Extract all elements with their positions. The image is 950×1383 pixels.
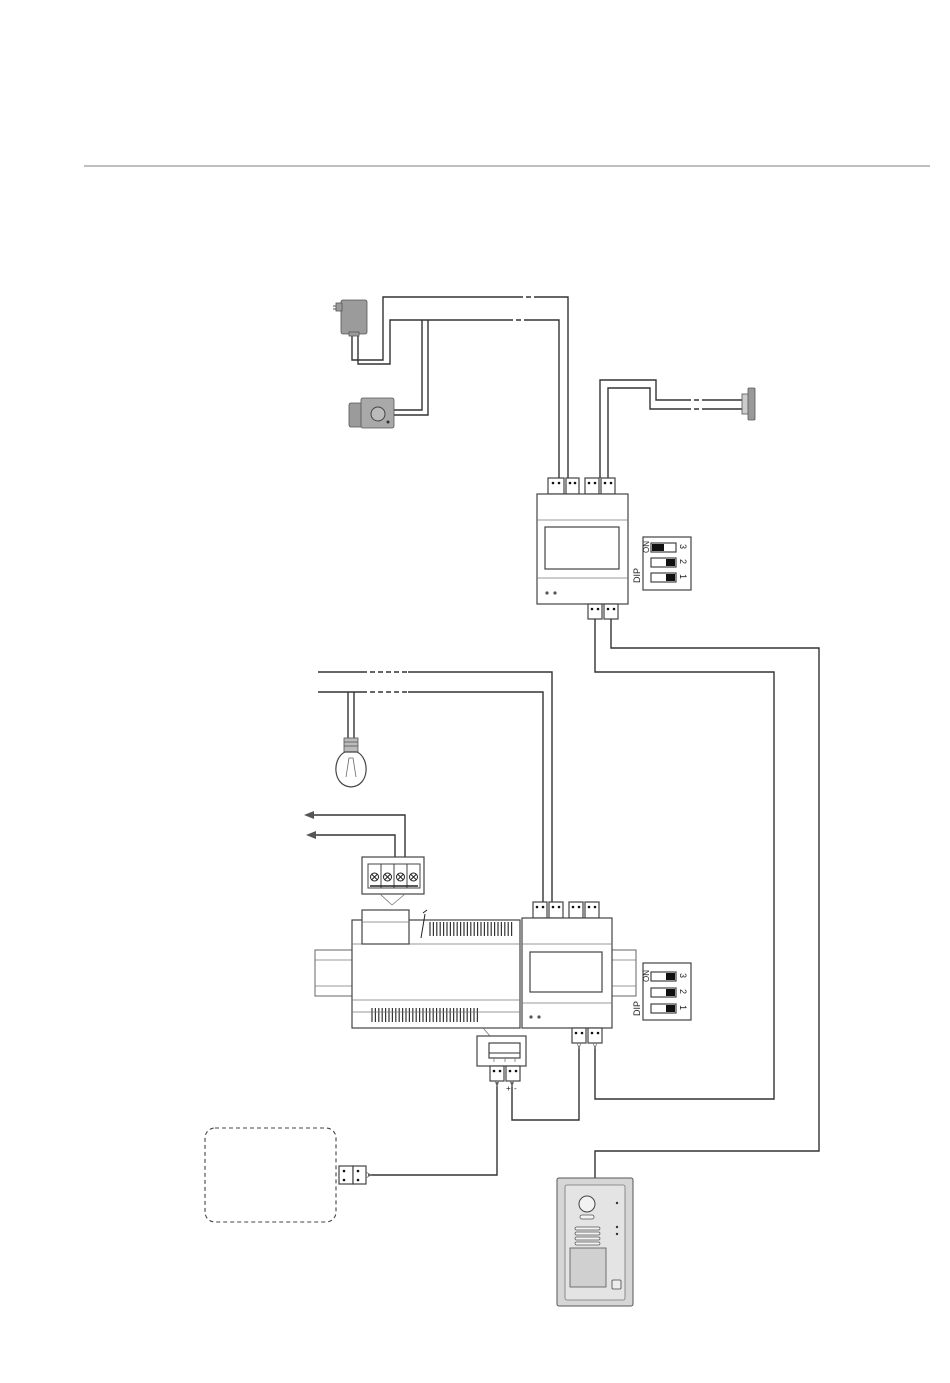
- power-output-terminal: + -: [477, 1028, 526, 1093]
- top-wires: [352, 297, 742, 478]
- terminal-minus-label: -: [514, 1084, 517, 1093]
- dip-top-switch-1: [666, 574, 675, 581]
- power-supply-unit: [352, 910, 520, 1028]
- indoor-monitor: [205, 1128, 371, 1222]
- dip-bottom-label: DIP: [632, 1001, 642, 1016]
- dip-bottom-switch-1: [666, 1005, 675, 1012]
- bottom-module-terminals: [533, 902, 599, 918]
- dip-bottom-switch-2: [666, 989, 675, 996]
- dip-switch-top: ON 3 2 1 DIP: [632, 537, 691, 590]
- electric-lock-icon: [349, 398, 394, 428]
- dip-top-number-1: 1: [678, 574, 688, 579]
- dip-top-switch-2: [666, 559, 675, 566]
- mains-input: [304, 811, 405, 857]
- dip-bottom-number-2: 2: [678, 989, 688, 994]
- dip-top-switch-3: [652, 544, 664, 551]
- camera-icon: [579, 1196, 595, 1212]
- dip-switch-bottom: ON 3 2 1 DIP: [632, 963, 691, 1020]
- bus-wires: [368, 619, 819, 1178]
- top-module-bus-terminals: [588, 604, 618, 619]
- dip-bottom-switch-3: [666, 973, 675, 980]
- dip-top-number-2: 2: [678, 559, 688, 564]
- mains-terminal-block: [362, 857, 424, 905]
- power-adapter-icon: [333, 300, 367, 336]
- terminal-plus-label: +: [506, 1084, 511, 1093]
- top-module: [537, 478, 628, 619]
- outdoor-station: [557, 1178, 633, 1306]
- exit-button-icon: [742, 388, 755, 420]
- bottom-module: [522, 902, 612, 1048]
- name-plate: [570, 1248, 606, 1287]
- power-supply-cover: [362, 910, 409, 944]
- light-bulb-icon: [336, 738, 366, 787]
- dip-bottom-number-1: 1: [678, 1005, 688, 1010]
- dip-top-number-3: 3: [678, 544, 688, 549]
- dip-bottom-on-label: ON: [642, 970, 651, 982]
- mains-terminal-screws: [368, 864, 420, 888]
- dip-bottom-number-3: 3: [678, 973, 688, 978]
- dip-top-label: DIP: [632, 568, 642, 583]
- dip-top-on-label: ON: [642, 541, 651, 553]
- top-module-terminals: [548, 478, 615, 494]
- call-button-icon: [612, 1280, 621, 1289]
- bottom-module-bus-terminals: [572, 1028, 602, 1048]
